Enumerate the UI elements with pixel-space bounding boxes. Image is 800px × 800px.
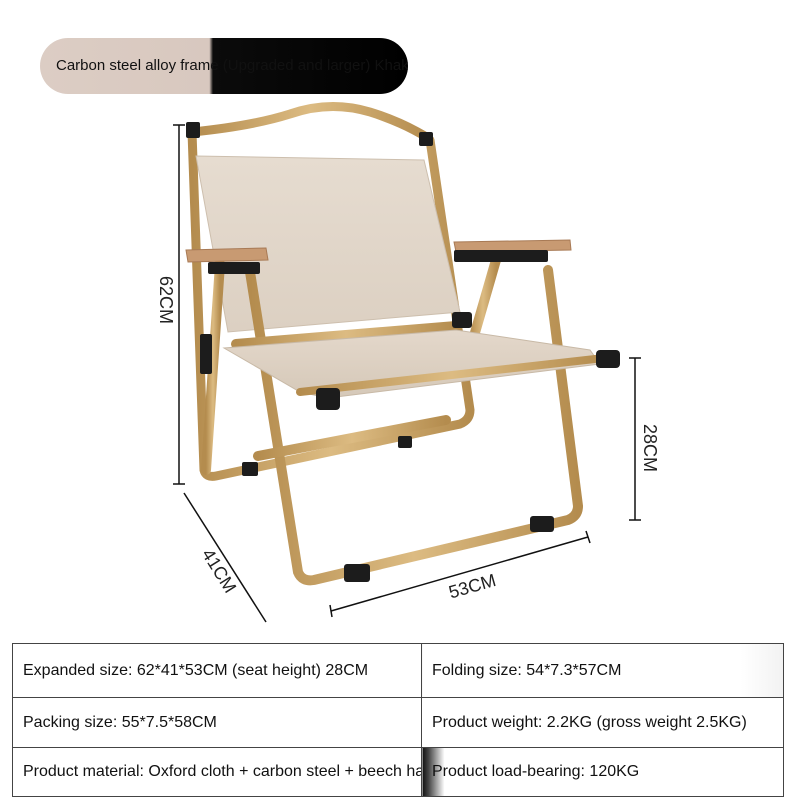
spec-row: Packing size: 55*7.5*58CM Product weight… <box>12 697 784 748</box>
armrests <box>185 239 572 263</box>
spec-expanded-size: Expanded size: 62*41*53CM (seat height) … <box>12 643 422 698</box>
spec-row: Product material: Oxford cloth + carbon … <box>12 747 784 797</box>
spec-packing-size: Packing size: 55*7.5*58CM <box>12 697 422 748</box>
banner-text: Carbon steel alloy frame (Upgraded and l… <box>56 57 408 74</box>
spec-row: Expanded size: 62*41*53CM (seat height) … <box>12 643 784 698</box>
dimension-lines <box>173 124 641 623</box>
title-banner: Carbon steel alloy frame (Upgraded and l… <box>40 38 408 94</box>
front-frame <box>201 255 584 586</box>
chair-illustration: 62CM 28CM 41CM 53CM <box>156 102 660 623</box>
spec-load-bearing: Product load-bearing: 120KG <box>421 747 784 797</box>
spec-product-weight: Product weight: 2.2KG (gross weight 2.5K… <box>421 697 784 748</box>
fittings <box>186 122 620 582</box>
dimension-seat-height-label: 28CM <box>640 424 660 472</box>
spec-table: Expanded size: 62*41*53CM (seat height) … <box>12 643 784 797</box>
spec-folding-size: Folding size: 54*7.3*57CM <box>421 643 784 698</box>
dimension-height-label: 62CM <box>156 276 176 324</box>
spec-product-material: Product material: Oxford cloth + carbon … <box>12 747 422 797</box>
backrest-fabric <box>195 155 461 333</box>
